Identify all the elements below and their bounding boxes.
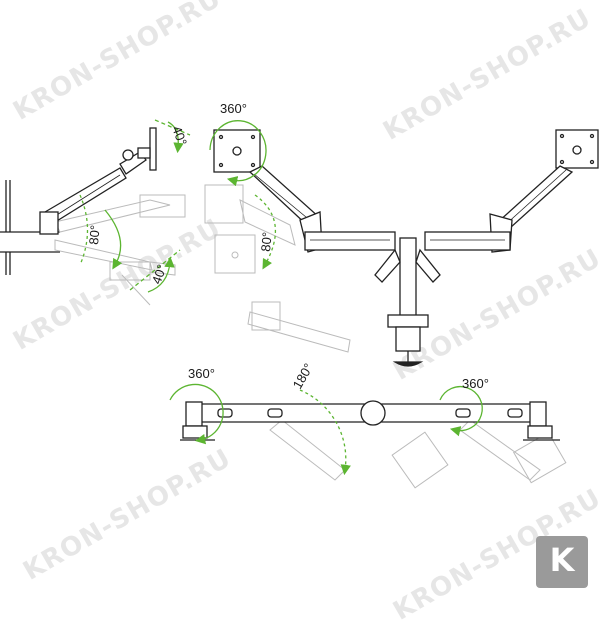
top-angle-marks: [169, 383, 483, 476]
angle-label-side-tilt-top: 40°: [169, 124, 190, 148]
vesa-plate-left: [213, 129, 261, 173]
ghost-swivel-arms: [269, 419, 567, 489]
ghost-arm-lower: [54, 239, 176, 306]
brand-badge: K: [536, 536, 588, 588]
vesa-plate-right: [555, 129, 599, 169]
front-arm-right: [424, 165, 574, 253]
desk-edge: [0, 180, 60, 275]
front-arm-left: [248, 165, 396, 253]
side-view: 40° 80° 40°: [0, 119, 191, 306]
angle-label-top-center-swivel: 180°: [290, 361, 316, 392]
front-view: 360° 80°: [204, 101, 599, 367]
top-view: 360° 180° 360°: [169, 361, 567, 489]
ghost-vesa-plates: [204, 184, 296, 274]
center-pole: [374, 237, 441, 367]
angle-label-side-swing: 80°: [86, 224, 103, 245]
brand-badge-letter: K: [549, 541, 575, 579]
ghost-arm-middle: [247, 301, 351, 353]
drawing-canvas: 40° 80° 40°: [0, 101, 599, 489]
angle-label-top-left-rotate: 360°: [188, 366, 215, 381]
angle-label-front-rotate: 360°: [220, 101, 247, 116]
side-angle-marks: [79, 119, 191, 293]
angle-label-side-tilt-bottom: 40°: [149, 262, 170, 286]
side-arm: [39, 127, 157, 235]
front-angle-marks: [209, 120, 277, 270]
top-plate-right: [523, 401, 560, 441]
angle-label-front-swing: 80°: [258, 231, 275, 252]
top-bar: [194, 400, 536, 426]
angle-label-top-right-rotate: 360°: [462, 376, 489, 391]
